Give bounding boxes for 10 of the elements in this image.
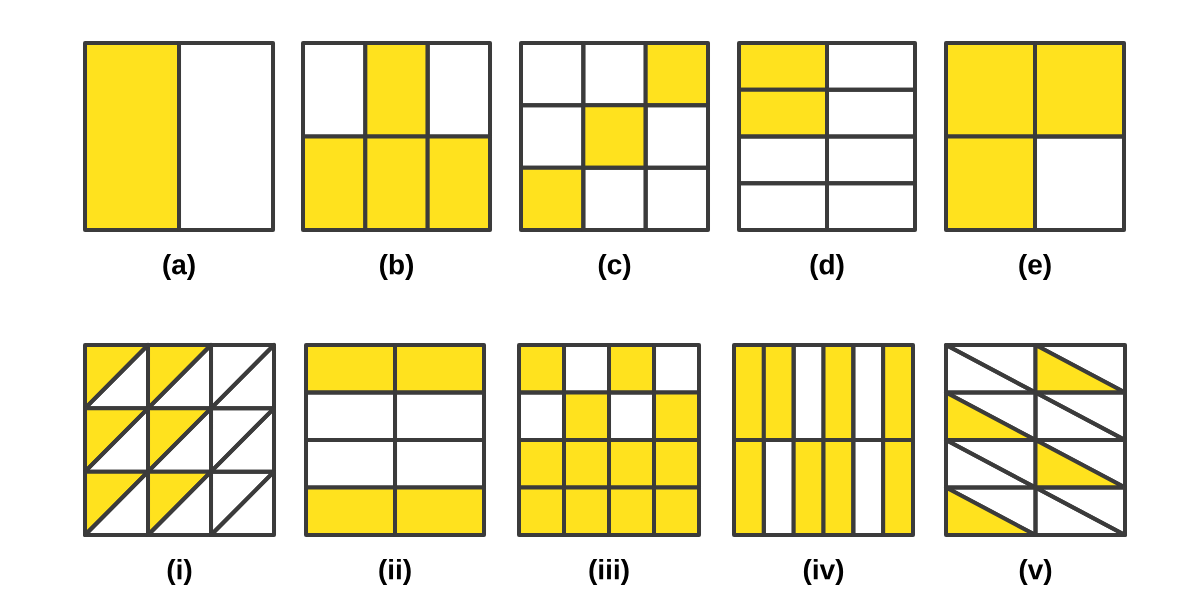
figure-label: (e) bbox=[1019, 253, 1051, 281]
figure-label: (ii) bbox=[379, 558, 411, 586]
figure-label: (v) bbox=[1019, 558, 1052, 586]
figure-label: (c) bbox=[598, 253, 631, 281]
figure-label: (d) bbox=[810, 253, 844, 281]
figure-label: (i) bbox=[167, 558, 192, 586]
figure-label: (b) bbox=[380, 253, 413, 281]
figure-label: (iv) bbox=[803, 558, 844, 586]
figure-label: (a) bbox=[163, 253, 195, 281]
figure-label: (iii) bbox=[589, 558, 629, 586]
